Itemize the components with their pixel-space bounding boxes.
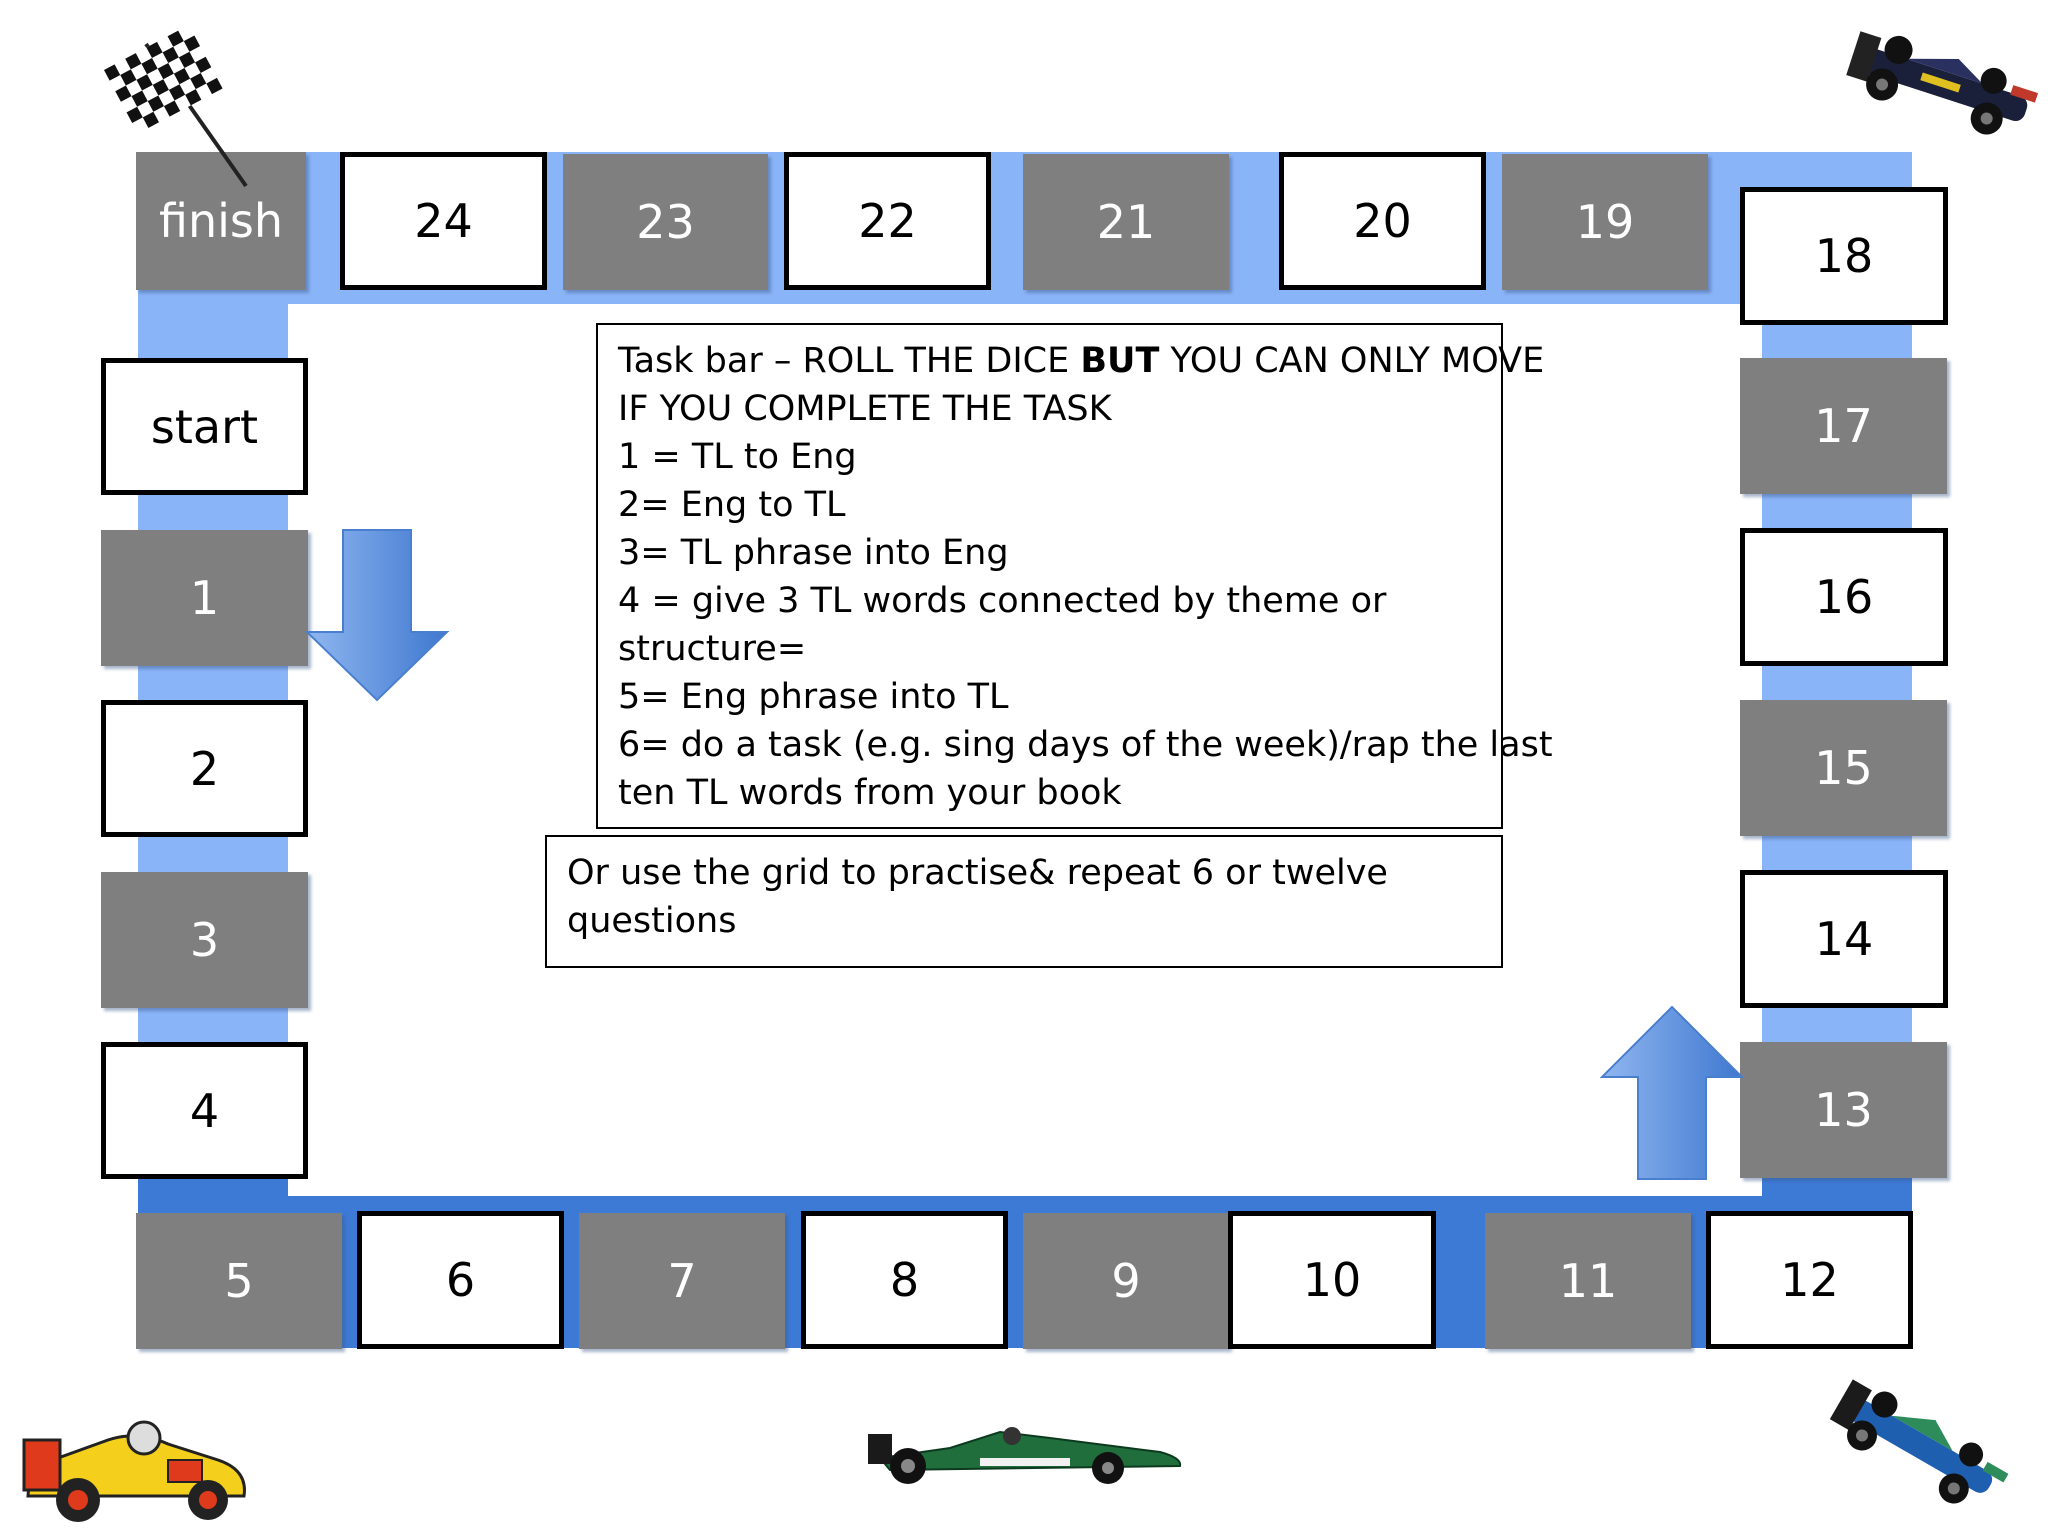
board-square-finish: finish	[136, 152, 306, 290]
race-car-icon	[1846, 31, 2039, 135]
task-line: 2= Eng to TL	[618, 485, 846, 525]
board-square-13: 13	[1740, 1042, 1947, 1178]
board-square-16: 16	[1740, 528, 1948, 666]
board-square-17: 17	[1740, 358, 1947, 494]
task-line: 6= do a task (e.g. sing days of the week…	[618, 725, 1553, 765]
grid-practice-box: Or use the grid to practise& repeat 6 or…	[545, 835, 1503, 968]
board-square-9: 9	[1023, 1213, 1229, 1349]
race-car-icon	[22, 1420, 246, 1522]
task-line: 5= Eng phrase into TL	[618, 677, 1009, 717]
task-line: IF YOU COMPLETE THE TASK	[618, 389, 1112, 429]
board-square-8: 8	[801, 1211, 1008, 1349]
checkered-flag-icon	[104, 30, 248, 188]
board-square-18: 18	[1740, 187, 1948, 325]
board-square-2: 2	[101, 700, 308, 837]
board-square-10: 10	[1228, 1211, 1436, 1349]
board-square-14: 14	[1740, 870, 1948, 1008]
board-square-6: 6	[357, 1211, 564, 1349]
task-line: ten TL words from your book	[618, 773, 1122, 813]
board-square-start: start	[101, 358, 308, 495]
task-line: 1 = TL to Eng	[618, 437, 857, 477]
board-square-24: 24	[340, 152, 547, 290]
board-square-15: 15	[1740, 700, 1947, 836]
race-car-icon	[1829, 1379, 2009, 1504]
grid-line: Or use the grid to practise& repeat 6 or…	[567, 853, 1388, 893]
track-left	[138, 152, 288, 1202]
task-line: 3= TL phrase into Eng	[618, 533, 1009, 573]
board-square-4: 4	[101, 1042, 308, 1179]
board-square-12: 12	[1706, 1211, 1913, 1349]
track-right	[1762, 152, 1912, 1202]
board-square-3: 3	[101, 872, 308, 1008]
board-square-21: 21	[1023, 154, 1229, 290]
board-square-20: 20	[1279, 152, 1486, 290]
race-car-icon	[868, 1427, 1182, 1484]
board-square-5: 5	[136, 1213, 342, 1349]
down-arrow-icon	[305, 529, 450, 702]
task-line: 4 = give 3 TL words connected by theme o…	[618, 581, 1387, 621]
board-square-1: 1	[101, 530, 308, 666]
board-square-22: 22	[784, 152, 991, 290]
board-square-7: 7	[579, 1213, 785, 1349]
board-square-19: 19	[1502, 154, 1708, 290]
board-square-11: 11	[1485, 1213, 1691, 1349]
task-instructions-box: Task bar – ROLL THE DICE BUT YOU CAN ONL…	[596, 323, 1553, 829]
grid-line: questions	[567, 901, 737, 941]
board-square-23: 23	[563, 154, 768, 290]
task-line: structure=	[618, 629, 807, 669]
up-arrow-icon	[1600, 1005, 1744, 1180]
task-title: Task bar – ROLL THE DICE BUT YOU CAN ONL…	[618, 341, 1545, 381]
